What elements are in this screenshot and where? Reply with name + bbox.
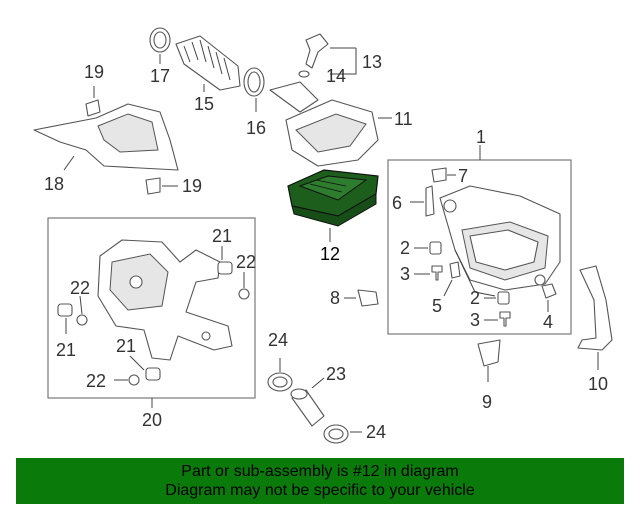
part-17-clamp[interactable] [149,27,171,53]
part-3-bolt-upper[interactable] [431,265,443,281]
part-7-clip[interactable] [431,167,447,183]
part-8-bracket[interactable] [357,289,379,307]
part-16-clamp[interactable] [243,67,265,97]
callout-13[interactable]: 13 [362,52,382,72]
callout-19-upper[interactable]: 19 [84,62,104,82]
part-20-bracket-assembly[interactable] [97,239,233,361]
callout-3-lower[interactable]: 3 [470,310,480,330]
air-cleaner-case[interactable] [439,185,561,297]
info-banner: Part or sub-assembly is #12 in diagram D… [16,458,624,504]
part-22-collar-left[interactable] [76,314,88,326]
part-6-bracket[interactable] [425,185,435,217]
part-5-clip[interactable] [449,261,461,279]
part-2-grommet-upper[interactable] [429,241,442,255]
part-9-bracket[interactable] [477,339,501,367]
part-13-sensor[interactable] [305,33,329,69]
part-24-clamp-upper[interactable] [267,372,293,392]
banner-line-2: Diagram may not be specific to your vehi… [165,482,475,499]
part-2-grommet-lower[interactable] [497,291,510,305]
callout-9[interactable]: 9 [482,392,492,412]
part-24-clamp-lower[interactable] [323,424,349,444]
callout-11[interactable]: 11 [394,109,413,129]
part-19-clip-lower[interactable] [145,177,161,195]
parts-diagram: 1 7 6 2 3 5 2 3 4 [33,27,613,444]
callout-5[interactable]: 5 [432,296,442,316]
callout-17[interactable]: 17 [150,66,170,86]
callout-3-upper[interactable]: 3 [400,264,410,284]
part-21-bushing-bottom[interactable] [145,367,161,381]
banner-line-1: Part or sub-assembly is #12 in diagram [181,463,459,480]
part-14-seal[interactable] [298,70,310,78]
part-15-intake-tube[interactable] [175,35,241,91]
callout-2-lower[interactable]: 2 [470,288,480,308]
callout-22-bottom[interactable]: 22 [86,371,106,391]
callout-12[interactable]: 12 [320,244,340,264]
part-18-air-inlet-duct[interactable] [33,103,179,171]
callout-2-upper[interactable]: 2 [400,238,410,258]
part-10-stay[interactable] [577,265,613,351]
part-4-cap[interactable] [541,283,557,299]
callout-15[interactable]: 15 [194,94,214,114]
part-22-collar-right[interactable] [238,288,250,300]
part-21-bushing-right[interactable] [217,261,233,275]
part-22-collar-bottom[interactable] [128,374,140,386]
callout-18[interactable]: 18 [44,174,64,194]
callout-20[interactable]: 20 [142,410,162,430]
part-21-bushing-left[interactable] [57,303,73,317]
callout-4[interactable]: 4 [543,312,553,332]
callout-21-right[interactable]: 21 [212,226,232,246]
callout-21-left[interactable]: 21 [56,340,76,360]
part-12-air-filter-element[interactable] [287,169,379,227]
part-11-air-cleaner-cover[interactable] [269,81,379,167]
callout-7[interactable]: 7 [458,166,468,186]
callout-14[interactable]: 14 [326,66,346,86]
part-23-tube[interactable] [290,388,325,427]
callout-24-upper[interactable]: 24 [268,330,288,350]
callout-6[interactable]: 6 [392,193,402,213]
callout-10[interactable]: 10 [588,374,608,394]
callout-22-right[interactable]: 22 [236,252,256,272]
callout-22-left[interactable]: 22 [70,278,90,298]
part-19-clip-upper[interactable] [85,99,101,117]
callout-1[interactable]: 1 [476,127,486,147]
callout-8[interactable]: 8 [330,288,340,308]
part-3-bolt-lower[interactable] [499,311,511,327]
callout-21-bottom[interactable]: 21 [116,336,136,356]
callout-23[interactable]: 23 [326,364,346,384]
callout-24-lower[interactable]: 24 [366,422,386,442]
callout-19-lower[interactable]: 19 [182,176,202,196]
callout-16[interactable]: 16 [246,118,266,138]
